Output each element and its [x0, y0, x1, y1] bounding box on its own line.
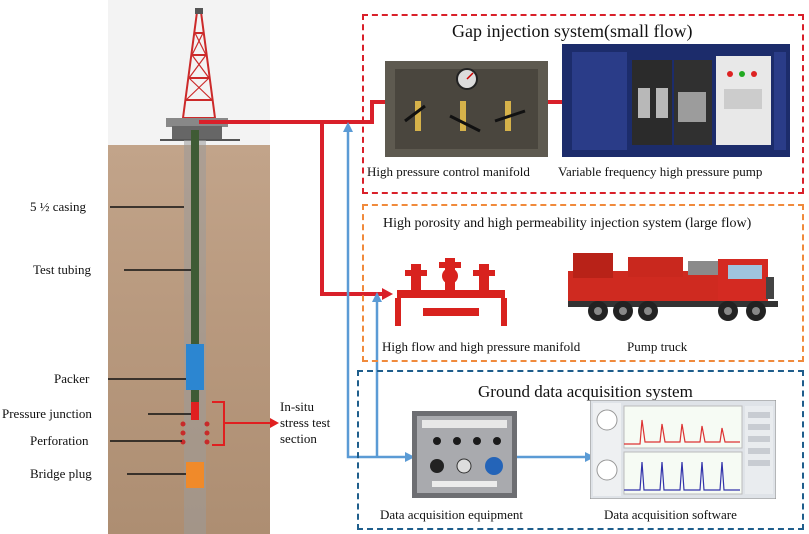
tubing-label: Test tubing — [33, 262, 91, 277]
flow-line-top — [199, 100, 385, 124]
perforation-holes — [180, 421, 210, 445]
pump-truck-photo — [568, 253, 778, 321]
bridge-plug — [186, 462, 204, 488]
packer — [186, 344, 204, 390]
casing-label: 5 ½ casing — [30, 199, 86, 214]
data-acquisition-software-label: Data acquisition software — [604, 507, 737, 522]
data-acquisition-equipment-photo — [412, 411, 517, 498]
data-acquisition-software-screenshot — [590, 400, 776, 499]
high-flow-manifold-label: High flow and high pressure manifold — [382, 339, 581, 354]
data-line-main — [346, 130, 405, 459]
variable-frequency-pump-photo — [562, 44, 790, 157]
arrow-right-icon — [270, 418, 279, 428]
data-acquisition-equipment-label: Data acquisition equipment — [380, 507, 523, 522]
data-acquisition-system-box — [357, 370, 804, 530]
gap-injection-title: Gap injection system(small flow) — [452, 21, 693, 41]
bridge-plug-label: Bridge plug — [30, 466, 92, 481]
drilling-derrick-icon — [160, 8, 240, 141]
variable-frequency-pump-label: Variable frequency high pressure pump — [558, 164, 763, 179]
pump-truck-label: Pump truck — [627, 339, 688, 354]
packer-label: Packer — [54, 371, 90, 386]
high-pressure-control-manifold-photo — [385, 61, 548, 157]
high-porosity-system-box — [362, 204, 804, 362]
pressure-junction-label: Pressure junction — [2, 406, 92, 421]
pressure-junction — [191, 402, 199, 420]
data-acquisition-title: Ground data acquisition system — [478, 382, 693, 401]
perforation-label: Perforation — [30, 433, 89, 448]
high-pressure-control-manifold-label: High pressure control manifold — [367, 164, 530, 179]
test-section-bracket — [212, 401, 225, 446]
high-porosity-title: High porosity and high permeability inje… — [383, 216, 752, 231]
test-tubing — [191, 130, 199, 344]
high-flow-manifold-photo — [395, 258, 507, 326]
gap-injection-system-box — [362, 14, 804, 194]
test-section-label: In-situ stress test section — [280, 399, 331, 446]
